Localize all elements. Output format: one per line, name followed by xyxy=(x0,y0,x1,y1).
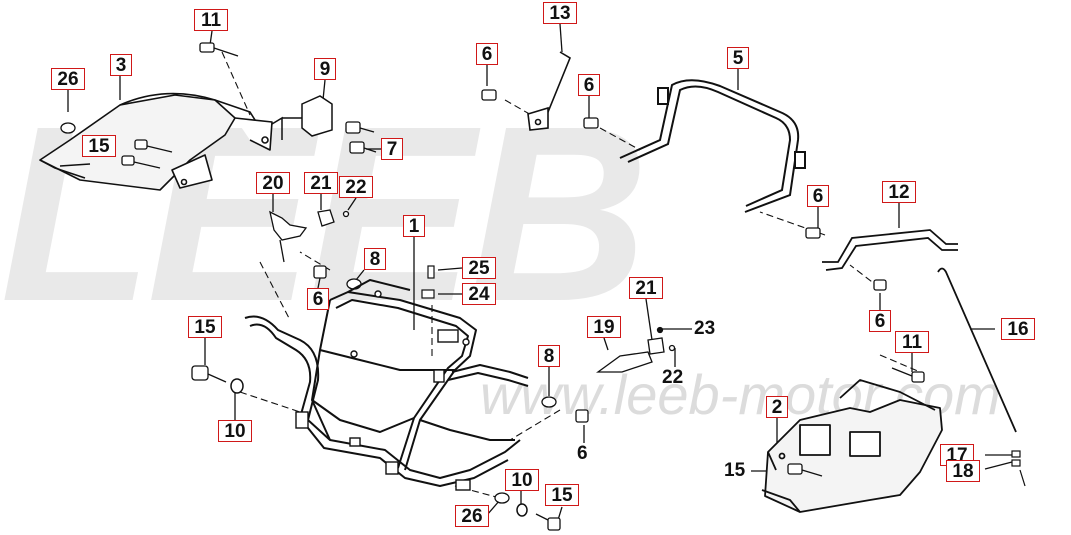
callout-2: 2 xyxy=(766,396,788,418)
callout-15: 15 xyxy=(188,316,222,338)
callout-20: 20 xyxy=(256,172,290,194)
part-2-bracket xyxy=(761,379,943,513)
part-13-bracket xyxy=(527,51,571,131)
part-24-block xyxy=(421,289,435,299)
small-brackets xyxy=(269,209,676,373)
callout-21: 21 xyxy=(629,277,663,299)
part-3-bracket xyxy=(39,92,273,191)
part-12-bar xyxy=(822,229,958,271)
callout-8: 8 xyxy=(538,345,560,367)
callout-5: 5 xyxy=(727,47,749,69)
callout-6: 6 xyxy=(307,288,329,310)
callout-3: 3 xyxy=(110,54,132,76)
callout-8: 8 xyxy=(364,248,386,270)
part-7-bolts xyxy=(345,121,377,154)
part-11-bolt xyxy=(199,42,239,57)
callout-16: 16 xyxy=(1001,318,1035,340)
part-16-rod xyxy=(937,267,1017,433)
part-1-tabs xyxy=(295,290,471,491)
callout-26: 26 xyxy=(51,68,85,90)
callout-10: 10 xyxy=(505,469,539,491)
part-15-bolt-right xyxy=(787,463,823,477)
part-15-bolts xyxy=(121,139,173,169)
callout-22: 22 xyxy=(339,176,373,198)
part-1-main-frame xyxy=(244,279,529,487)
callout-15: 15 xyxy=(724,460,746,481)
callout-10: 10 xyxy=(218,420,252,442)
part-10-washer xyxy=(230,378,244,394)
callout-7: 7 xyxy=(381,138,403,160)
callout-6: 6 xyxy=(476,43,498,65)
part-8-washer xyxy=(346,278,362,290)
part-25-pin xyxy=(427,265,435,279)
callout-19: 19 xyxy=(587,316,621,338)
callout-11: 11 xyxy=(194,9,228,31)
callout-9: 9 xyxy=(314,58,336,80)
callout-12: 12 xyxy=(882,181,916,203)
callout-6: 6 xyxy=(807,185,829,207)
callout-21: 21 xyxy=(304,172,338,194)
callout-18: 18 xyxy=(946,460,980,482)
callout-22: 22 xyxy=(662,367,684,388)
part-6-bolts xyxy=(313,89,887,423)
callout-6: 6 xyxy=(577,443,588,464)
callout-6: 6 xyxy=(869,310,891,332)
callout-13: 13 xyxy=(543,2,577,24)
callout-25: 25 xyxy=(462,257,496,279)
callout-24: 24 xyxy=(462,283,496,305)
callout-11: 11 xyxy=(895,331,929,353)
part-5-rear-bar xyxy=(619,79,806,213)
parts-17-18-clips xyxy=(1011,450,1026,487)
callout-15: 15 xyxy=(545,484,579,506)
callout-6: 6 xyxy=(578,74,600,96)
part-9-bracket xyxy=(271,95,333,140)
callout-15: 15 xyxy=(82,135,116,157)
part-8-washer-2 xyxy=(541,396,557,408)
callout-26: 26 xyxy=(455,505,489,527)
callout-1: 1 xyxy=(403,215,425,237)
part-15-bolt-left xyxy=(191,365,227,383)
part-10-washer-bottom xyxy=(516,503,528,517)
part-15-bolt-bottom xyxy=(535,513,561,531)
part-26-washer-bottom xyxy=(494,492,510,504)
part-11-bolt-right xyxy=(891,367,925,383)
callout-23: 23 xyxy=(694,318,716,339)
part-26-washer xyxy=(60,122,76,134)
